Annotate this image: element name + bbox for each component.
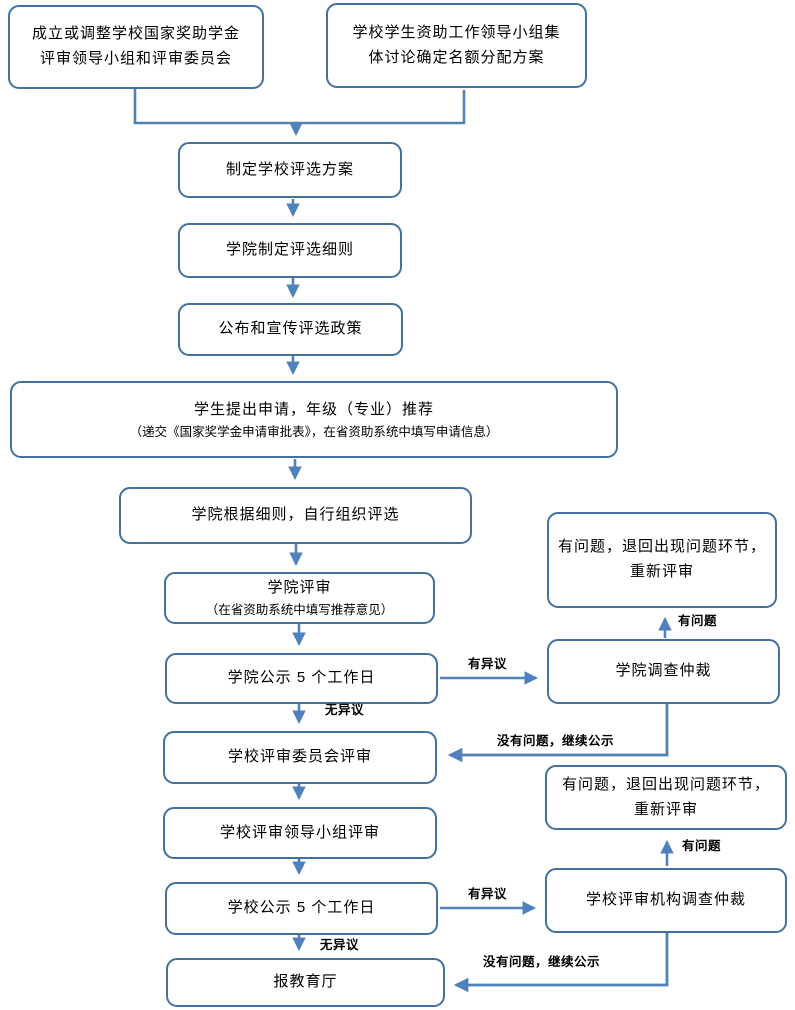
node-quota-plan-line1: 学校学生资助工作领导小组集	[352, 23, 561, 41]
node-school-arbitration-label: 学校评审机构调查仲裁	[585, 891, 746, 909]
node-college-publicity: 学院公示 5 个工作日	[165, 653, 438, 704]
node-college-rules-label: 学院制定评选细则	[225, 241, 354, 259]
edge-label-no-problem-school: 没有问题，继续公示	[483, 955, 601, 969]
node-college-arbitration: 学院调查仲裁	[547, 639, 780, 704]
node-college-problem-return: 有问题，退回出现问题环节， 重新评审	[547, 512, 777, 608]
node-college-review: 学院评审 （在省资助系统中填写推荐意见）	[164, 572, 435, 624]
node-school-leading-review-label: 学校评审领导小组评审	[219, 823, 380, 841]
node-publicize-policy-label: 公布和宣传评选政策	[218, 320, 363, 338]
node-college-review-line1: 学院评审	[267, 579, 332, 597]
node-school-plan: 制定学校评选方案	[178, 142, 402, 198]
node-college-rules: 学院制定评选细则	[178, 223, 402, 278]
node-college-publicity-label: 学院公示 5 个工作日	[227, 669, 376, 687]
node-school-plan-label: 制定学校评选方案	[225, 160, 354, 178]
edge-label-objection-college: 有异议	[468, 657, 508, 671]
node-school-problem-return: 有问题，退回出现问题环节， 重新评审	[545, 765, 787, 830]
edge-label-no-objection-college: 无异议	[325, 703, 365, 717]
node-school-problem-return-line1: 有问题，退回出现问题环节，	[561, 775, 770, 793]
node-school-leading-review: 学校评审领导小组评审	[163, 807, 437, 859]
node-quota-plan-line2: 体讨论确定名额分配方案	[368, 48, 545, 66]
node-student-apply: 学生提出申请，年级（专业）推荐 （递交《国家奖学金申请审批表》，在省资助系统中填…	[10, 381, 618, 458]
node-school-committee-review: 学校评审委员会评审	[163, 731, 437, 784]
node-college-organize: 学院根据细则，自行组织评选	[119, 487, 472, 544]
node-student-apply-line2: （递交《国家奖学金申请审批表》，在省资助系统中填写申请信息）	[129, 424, 499, 439]
edge-label-problem-school: 有问题	[682, 839, 722, 853]
arrow-school-no-problem-return	[453, 933, 669, 993]
node-report-education-label: 报教育厅	[273, 973, 338, 991]
node-college-arbitration-label: 学院调查仲裁	[615, 662, 712, 680]
arrow-college-no-problem-return	[447, 704, 669, 763]
node-report-education: 报教育厅	[166, 958, 445, 1007]
node-college-problem-return-line2: 重新评审	[629, 563, 694, 580]
node-school-arbitration: 学校评审机构调查仲裁	[545, 868, 787, 933]
node-setup-committee: 成立或调整学校国家奖助学金 评审领导小组和评审委员会	[8, 5, 264, 89]
node-setup-committee-line1: 成立或调整学校国家奖助学金	[31, 25, 240, 43]
edge-label-no-objection-school: 无异议	[320, 938, 360, 952]
node-setup-committee-line2: 评审领导小组和评审委员会	[39, 50, 232, 67]
node-quota-plan: 学校学生资助工作领导小组集 体讨论确定名额分配方案	[326, 3, 587, 88]
node-school-problem-return-line2: 重新评审	[633, 800, 698, 818]
edge-label-no-problem-college: 没有问题，继续公示	[497, 734, 615, 748]
edge-label-objection-school: 有异议	[468, 887, 508, 901]
node-publicize-policy: 公布和宣传评选政策	[178, 303, 403, 356]
node-college-problem-return-line1: 有问题，退回出现问题环节，	[557, 538, 766, 556]
node-school-publicity: 学校公示 5 个工作日	[165, 882, 438, 935]
node-student-apply-line1: 学生提出申请，年级（专业）推荐	[193, 400, 434, 418]
node-college-organize-label: 学院根据细则，自行组织评选	[191, 506, 400, 524]
connector-top-merge	[133, 89, 466, 125]
edge-label-problem-college: 有问题	[678, 614, 718, 628]
node-college-review-line2: （在省资助系统中填写推荐意见）	[205, 603, 394, 617]
node-school-committee-review-label: 学校评审委员会评审	[227, 748, 372, 766]
node-school-publicity-label: 学校公示 5 个工作日	[227, 899, 376, 917]
